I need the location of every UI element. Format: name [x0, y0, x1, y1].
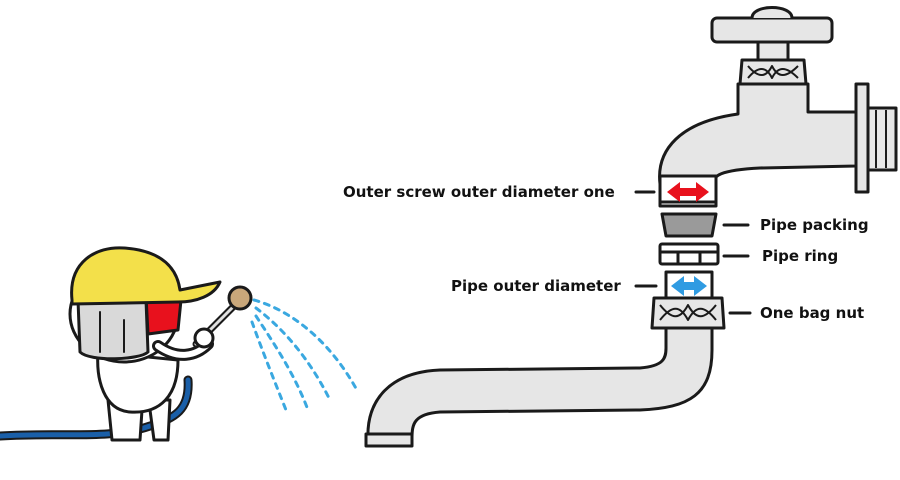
face-shield — [76, 298, 150, 361]
label-pipe-packing: Pipe packing — [760, 216, 869, 234]
faucet-packing-nut — [738, 58, 808, 86]
faucet-stem — [756, 40, 790, 62]
label-pipe-ring: Pipe ring — [762, 247, 839, 265]
nozzle-head — [227, 285, 253, 311]
wall-fitting — [866, 106, 898, 172]
label-bag-nut: One bag nut — [760, 304, 865, 322]
faucet-upper — [658, 6, 898, 208]
label-pipe-outer-diameter: Pipe outer diameter — [451, 277, 621, 295]
wall-flange — [854, 82, 870, 194]
label-outer-screw-diameter: Outer screw outer diameter one — [343, 183, 615, 201]
character-body — [96, 350, 180, 414]
helmet — [70, 246, 222, 306]
bag-nut — [650, 296, 726, 330]
pipe-outlet — [364, 432, 414, 448]
pipe-ring — [658, 242, 720, 266]
character-illustration — [0, 246, 253, 442]
pipe-packing — [660, 212, 718, 238]
faucet-handle — [710, 16, 834, 44]
outer-screw-diameter-arrow — [667, 182, 709, 202]
leader-lines — [634, 190, 752, 315]
water-spray — [250, 298, 360, 412]
faucet-body — [658, 82, 858, 186]
pipe-body — [366, 326, 714, 442]
faucet-lower-pipe — [364, 270, 726, 448]
pipe-outer-diameter-arrow — [671, 276, 707, 296]
